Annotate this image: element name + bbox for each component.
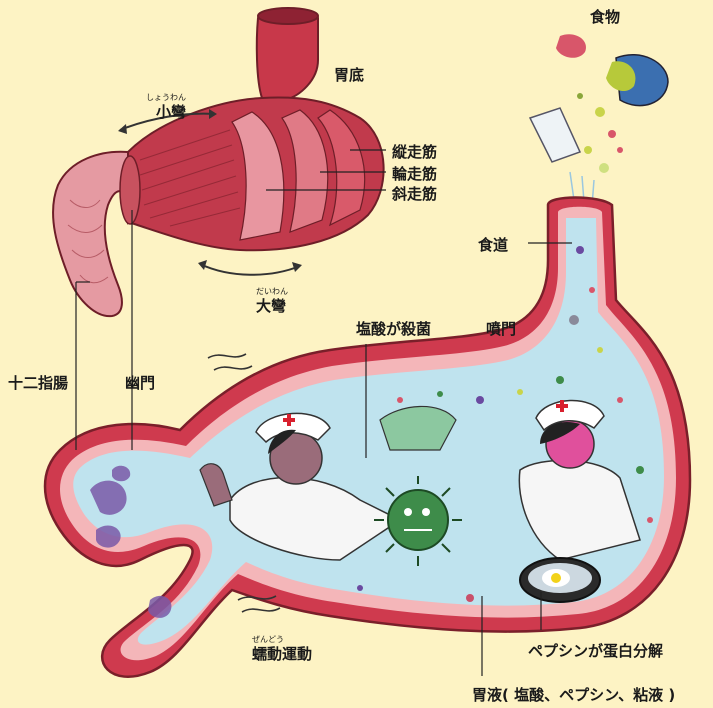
- stomach-muscle-illustration: [53, 8, 386, 316]
- cardia-label: 噴門: [486, 318, 516, 339]
- fundus-label: 胃底: [334, 64, 364, 85]
- greater-curvature-arrow: [200, 264, 300, 275]
- cup-icon: [530, 108, 580, 162]
- circular-muscle-label: 輪走筋: [392, 163, 437, 184]
- pylorus-label: 幽門: [125, 372, 155, 393]
- gastric-juice-label: 胃液( 塩酸、ペプシン、粘液 ): [472, 684, 675, 705]
- duodenum-label: 十二指腸: [8, 372, 68, 393]
- meat-icon: [556, 34, 586, 58]
- oblique-muscle-label: 斜走筋: [392, 183, 437, 204]
- esophagus-label: 食道: [478, 234, 508, 255]
- esophagus-opening: [258, 8, 318, 24]
- pylorus-ring-upper: [120, 156, 140, 224]
- pepsin-label: ペプシンが蛋白分解: [528, 640, 663, 661]
- food-illustration: [530, 34, 668, 206]
- greater-curvature-label: 大彎: [256, 295, 286, 316]
- longitudinal-muscle-label: 縦走筋: [392, 141, 437, 162]
- stomach-cross-section: [45, 198, 690, 677]
- hcl-label: 塩酸が殺菌: [356, 318, 431, 339]
- lesser-curvature-label: 小彎: [156, 101, 186, 122]
- peristalsis-label: 蠕動運動: [252, 643, 312, 664]
- food-label: 食物: [590, 6, 620, 27]
